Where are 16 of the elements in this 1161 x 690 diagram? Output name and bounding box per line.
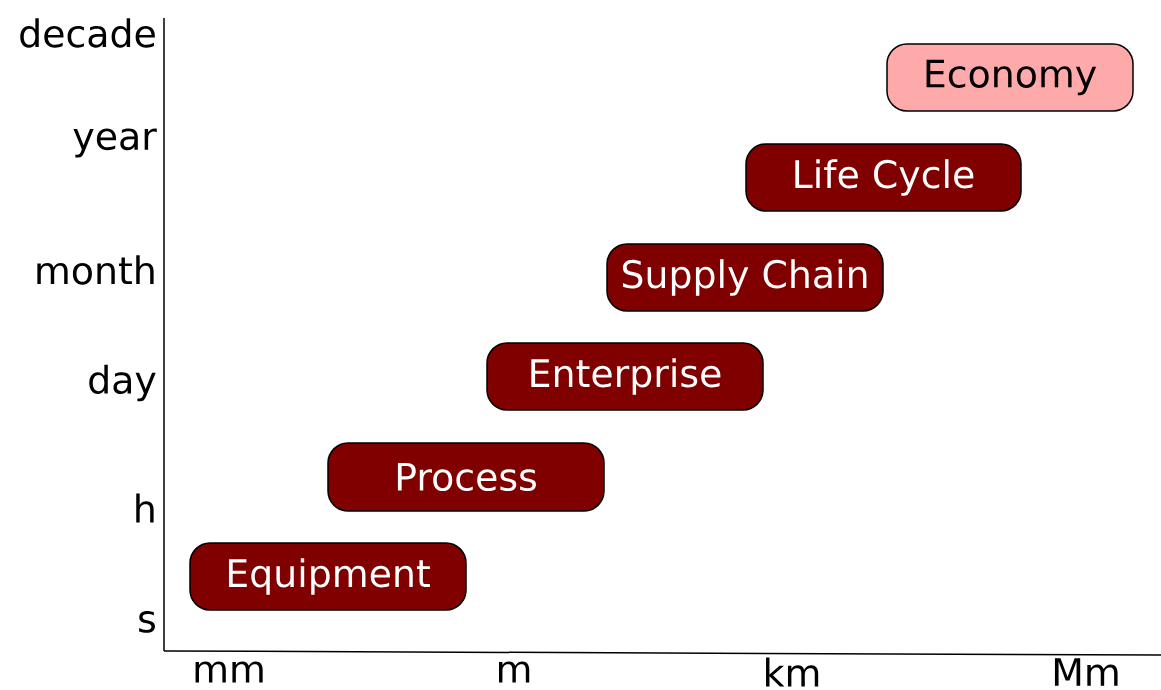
rounded-box: Economy [886,43,1134,112]
rounded-box: Enterprise [486,342,764,411]
rounded-box: Equipment [189,542,467,611]
y-axis-label: day [89,364,156,402]
rounded-box: Life Cycle [745,143,1022,212]
y-axis-label: decade [20,18,155,48]
x-axis-label: mm [195,661,263,683]
x-axis-label: km [766,657,819,687]
x-axis-label: m [499,661,530,683]
y-axis-label: month [37,255,154,285]
x-axis-label: Mm [1054,658,1118,686]
y-axis-label: s [139,611,155,633]
y-axis-label: year [73,128,157,158]
rounded-box: Supply Chain [606,243,884,312]
rounded-box: Process [327,442,605,512]
y-axis-label: h [136,493,154,523]
